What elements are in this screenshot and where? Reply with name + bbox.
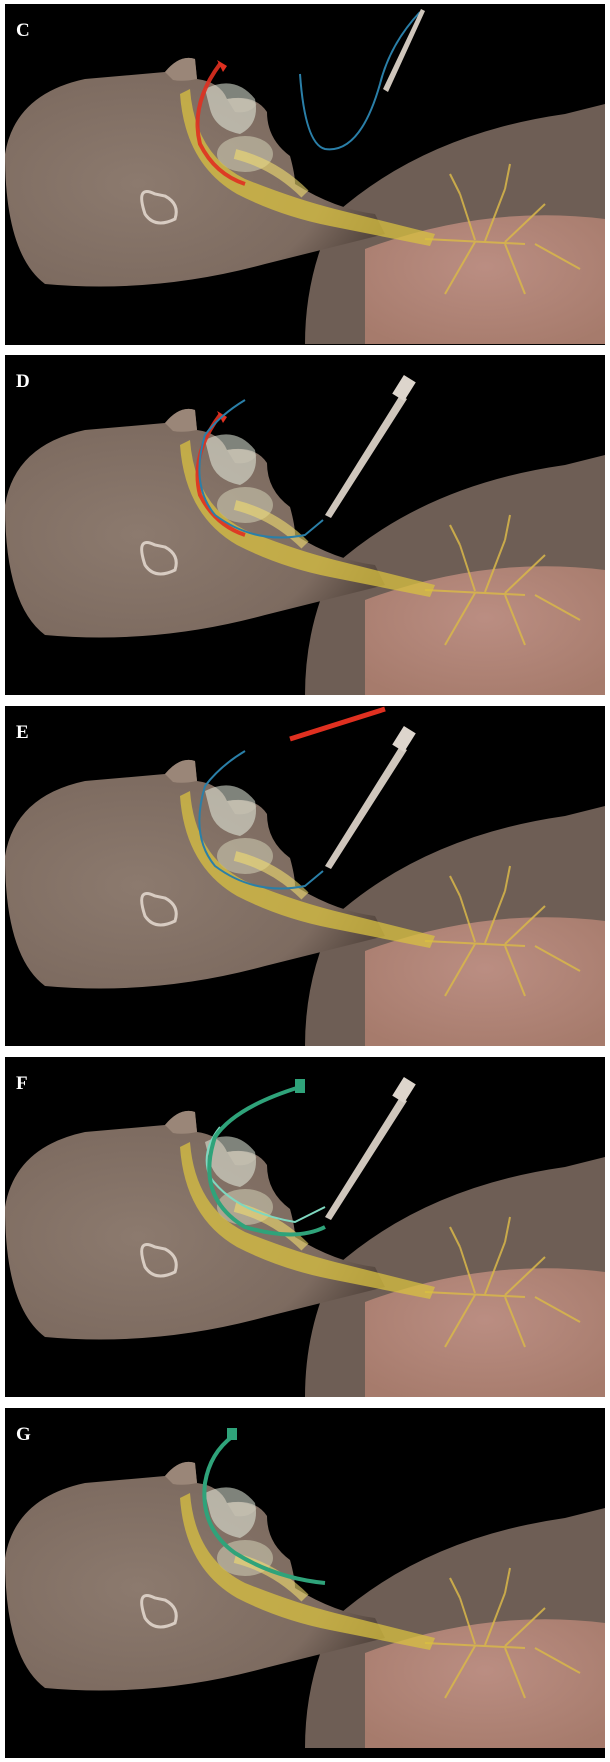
panel-e-illustration [5, 706, 605, 1046]
panel-d-illustration [5, 355, 605, 695]
needle-hub [392, 375, 416, 401]
red-catheter [290, 709, 385, 739]
guidewire [300, 12, 420, 149]
panel-c-illustration [5, 4, 605, 344]
needle-hub [392, 1077, 416, 1103]
panel-f: F [5, 1057, 605, 1397]
panel-label-f: F [16, 1073, 28, 1095]
panel-label-e: E [16, 722, 29, 744]
needle-hub [392, 726, 416, 752]
panel-g: G [5, 1408, 605, 1758]
needle [325, 746, 407, 869]
green-tube-connector [227, 1428, 237, 1440]
panel-label-d: D [16, 371, 30, 393]
panel-label-g: G [16, 1424, 31, 1446]
panel-e: E [5, 706, 605, 1046]
panel-label-c: C [16, 20, 30, 42]
panel-f-illustration [5, 1057, 605, 1397]
panel-g-illustration [5, 1408, 605, 1758]
green-tube-connector [295, 1079, 305, 1093]
panel-c: C [5, 4, 605, 345]
needle [383, 9, 425, 92]
needle [325, 395, 407, 518]
needle [325, 1097, 407, 1220]
panel-d: D [5, 355, 605, 695]
